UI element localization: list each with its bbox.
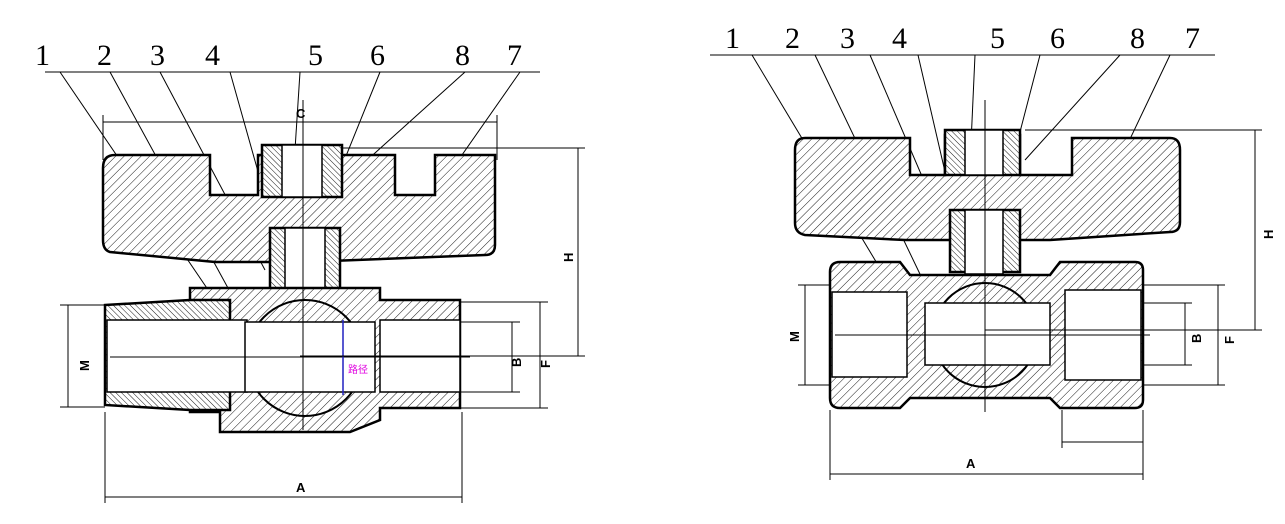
right-stem [964,209,1004,275]
left-part-label-2: 2 [97,39,112,72]
right-part-label-7: 7 [1185,22,1200,55]
right-dim-m: M [787,331,802,342]
left-part-label-3: 3 [150,39,165,72]
left-annotation: 路径 [348,363,368,376]
right-ball-bore [924,302,1051,366]
right-part-label-8: 8 [1130,22,1145,55]
right-dim-h: H [1261,230,1276,239]
right-dim-f: F [1222,336,1237,344]
left-dim-f: F [538,360,553,368]
left-dim-a: A [296,480,306,495]
right-part-label-1: 1 [725,22,740,55]
left-view: 1 2 3 4 5 6 8 7 [35,39,585,503]
left-dim-b: B [509,358,524,367]
right-stem-cap [964,129,1004,176]
left-bore [106,319,248,393]
right-view: 1 2 3 4 5 6 8 7 H M [710,22,1276,480]
right-part-label-2: 2 [785,22,800,55]
left-dim-m: M [77,360,92,371]
left-part-label-7: 7 [507,39,522,72]
left-handle [101,153,497,264]
left-part-label-5: 5 [308,39,323,72]
right-dim-a: A [966,456,976,471]
right-part-labels: 1 2 3 4 5 6 8 7 [725,22,1200,55]
left-part-label-8: 8 [455,39,470,72]
right-part-label-5: 5 [990,22,1005,55]
right-part-label-3: 3 [840,22,855,55]
left-part-label-4: 4 [205,39,220,72]
right-dim-b: B [1189,334,1204,343]
left-part-label-1: 1 [35,39,50,72]
left-dim-h: H [561,253,576,262]
right-part-label-4: 4 [892,22,907,55]
left-dim-c: C [296,106,306,121]
left-stem-cap [281,144,323,198]
right-part-label-6: 6 [1050,22,1065,55]
left-part-label-6: 6 [370,39,385,72]
right-handle [793,133,1182,242]
left-part-labels: 1 2 3 4 5 6 8 7 [35,39,522,72]
